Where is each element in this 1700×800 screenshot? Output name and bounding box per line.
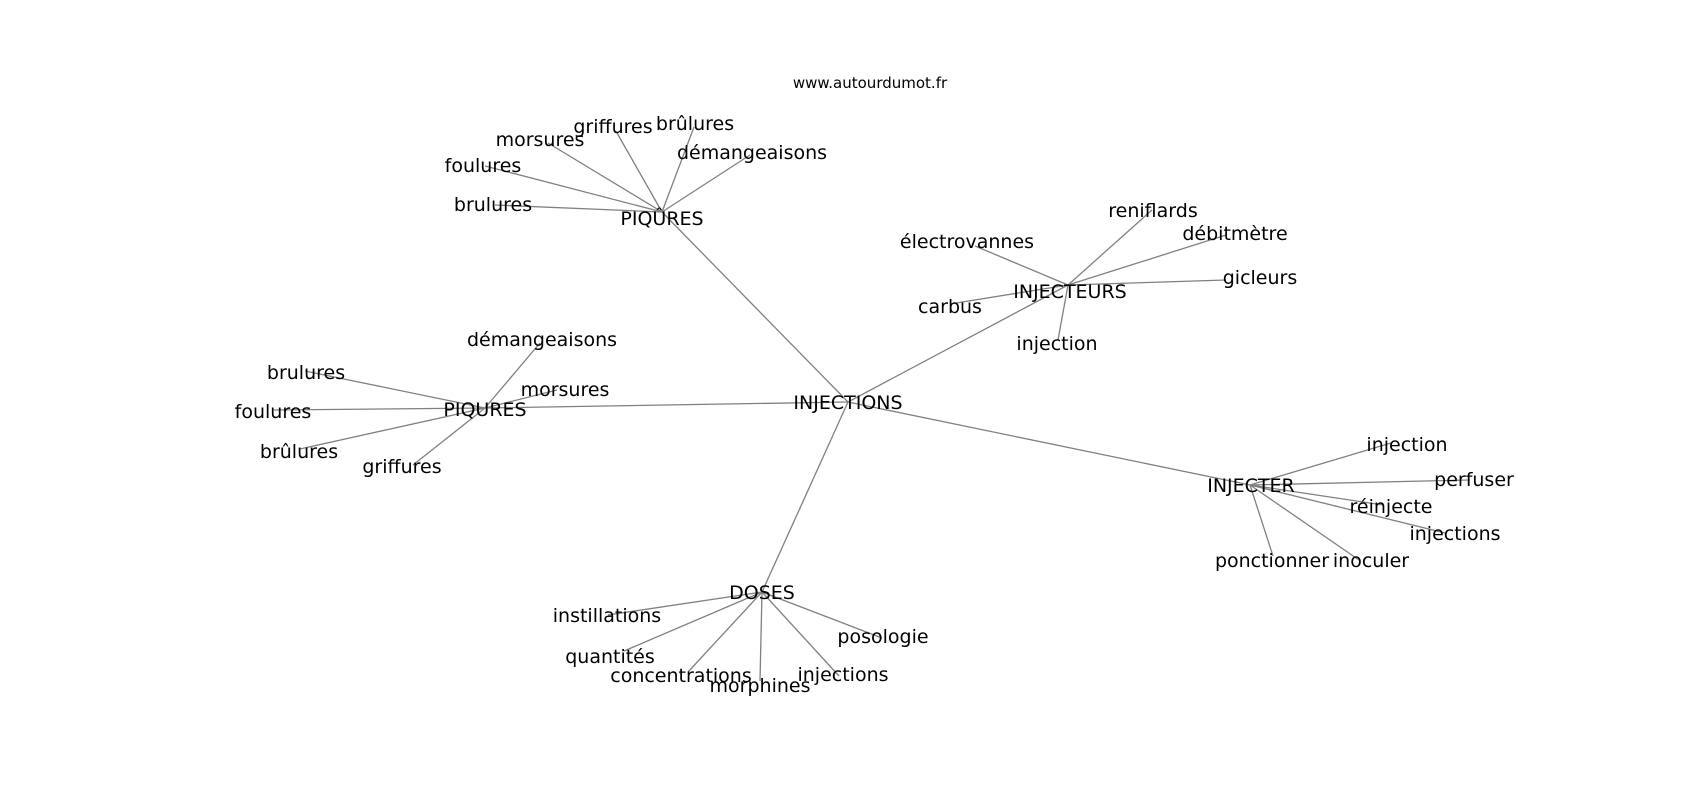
edge-piqures-to-pq_brulures_circ — [299, 407, 486, 450]
edge-injections_center-to-piqures_hat — [661, 211, 849, 403]
edge-injecter-to-ir_injection — [1249, 442, 1392, 486]
edge-injections_center-to-doses — [761, 401, 849, 593]
leaf-node-ir_inoculer: inoculer — [1333, 550, 1409, 572]
leaf-node-ds_posologie: posologie — [837, 626, 928, 648]
edge-injections_center-to-injecteurs — [847, 284, 1069, 403]
hub-node-injecteurs: INJECTEURS — [1013, 281, 1126, 303]
leaf-node-ds_concentrations: concentrations — [610, 665, 752, 687]
graph-edges — [273, 126, 1471, 682]
leaf-node-ph_brulures: brulures — [454, 194, 532, 216]
edge-doses-to-ds_concentrations — [687, 591, 763, 673]
leaf-node-ij_injection: injection — [1016, 333, 1097, 355]
edge-injecteurs-to-ij_carbus — [949, 284, 1069, 305]
edge-injecteurs-to-ij_injection — [1057, 284, 1069, 341]
leaf-node-ds_injections: injections — [797, 664, 888, 686]
edge-injecteurs-to-ij_gicleurs — [1067, 279, 1227, 286]
leaf-node-pq_morsures: morsures — [521, 379, 610, 401]
leaf-node-ph_brulures_circ: brûlures — [656, 113, 734, 135]
site-watermark: www.autourdumot.fr — [793, 74, 948, 92]
edge-piqures_hat-to-ph_brulures_circ — [661, 126, 695, 213]
leaf-node-ir_perfuser: perfuser — [1434, 469, 1514, 491]
leaf-node-pq_brulures: brulures — [267, 362, 345, 384]
edge-piqures_hat-to-ph_griffures — [616, 132, 663, 213]
edge-piqures-to-pq_brulures — [304, 370, 486, 409]
edge-injections_center-to-injecter — [847, 401, 1251, 486]
leaf-node-ij_carbus: carbus — [918, 296, 982, 318]
leaf-node-pq_demangeaisons: démangeaisons — [467, 329, 617, 351]
edge-piqures_hat-to-ph_brulures — [494, 204, 663, 213]
leaf-node-ij_electrovannes: électrovannes — [900, 231, 1034, 253]
hub-node-piqures_hat: PIQÛRES — [620, 206, 703, 230]
hub-node-doses: DOSES — [729, 582, 795, 604]
leaf-node-ds_quantites: quantités — [565, 646, 655, 668]
leaf-node-ph_griffures: griffures — [573, 116, 652, 138]
edge-injecter-to-ir_ponctionner — [1249, 484, 1274, 557]
edge-piqures_hat-to-ph_morsures — [547, 142, 663, 213]
leaf-node-ir_ponctionner: ponctionner — [1215, 550, 1329, 572]
leaf-node-ph_demangeaisons: démangeaisons — [677, 142, 827, 164]
leaf-node-ij_gicleurs: gicleurs — [1223, 267, 1298, 289]
center-node-injections_center: INJECTIONS — [793, 392, 902, 414]
leaf-node-ir_reinjecte: réinjecte — [1350, 496, 1433, 518]
edge-doses-to-ds_injections — [761, 591, 840, 677]
hub-node-injecter: INJECTER — [1207, 475, 1295, 497]
edge-doses-to-ds_morphines — [759, 591, 763, 682]
edge-injecteurs-to-ij_debitmetre — [1067, 234, 1227, 286]
edge-piqures-to-pq_griffures — [412, 407, 486, 466]
edge-piqures_hat-to-ph_foulures — [484, 165, 663, 213]
edge-doses-to-ds_instillations — [607, 591, 763, 616]
leaf-node-ij_reniflards: reniflards — [1108, 200, 1197, 222]
edge-injecter-to-ir_injections — [1249, 484, 1446, 534]
edge-injecter-to-ir_perfuser — [1249, 479, 1471, 486]
edge-injecteurs-to-ij_reniflards — [1067, 209, 1153, 286]
edge-doses-to-ds_posologie — [761, 591, 883, 639]
edge-injecter-to-ir_reinjecte — [1249, 484, 1384, 506]
leaf-node-pq_foulures: foulures — [235, 401, 312, 423]
edge-piqures_hat-to-ph_demangeaisons — [661, 154, 751, 213]
edge-piqures-to-pq_foulures — [273, 407, 486, 411]
edge-injecteurs-to-ij_electrovannes — [974, 245, 1069, 286]
edge-injecter-to-ir_inoculer — [1249, 484, 1360, 561]
leaf-node-ds_instillations: instillations — [553, 605, 661, 627]
leaf-node-ir_injections: injections — [1409, 523, 1500, 545]
edge-piqures-to-pq_demangeaisons — [484, 342, 541, 409]
leaf-node-ir_injection: injection — [1366, 434, 1447, 456]
leaf-node-pq_griffures: griffures — [362, 456, 441, 478]
leaf-node-ph_foulures: foulures — [445, 155, 522, 177]
leaf-node-ij_debitmetre: débitmètre — [1182, 223, 1287, 245]
edge-doses-to-ds_quantites — [623, 591, 763, 652]
leaf-node-pq_brulures_circ: brûlures — [260, 441, 338, 463]
leaf-node-ph_morsures: morsures — [496, 129, 585, 151]
edge-injections_center-to-piqures — [484, 401, 849, 409]
hub-node-piqures: PIQURES — [443, 399, 526, 421]
leaf-node-ds_morphines: morphines — [710, 675, 811, 697]
edge-piqures-to-pq_morsures — [484, 389, 558, 409]
